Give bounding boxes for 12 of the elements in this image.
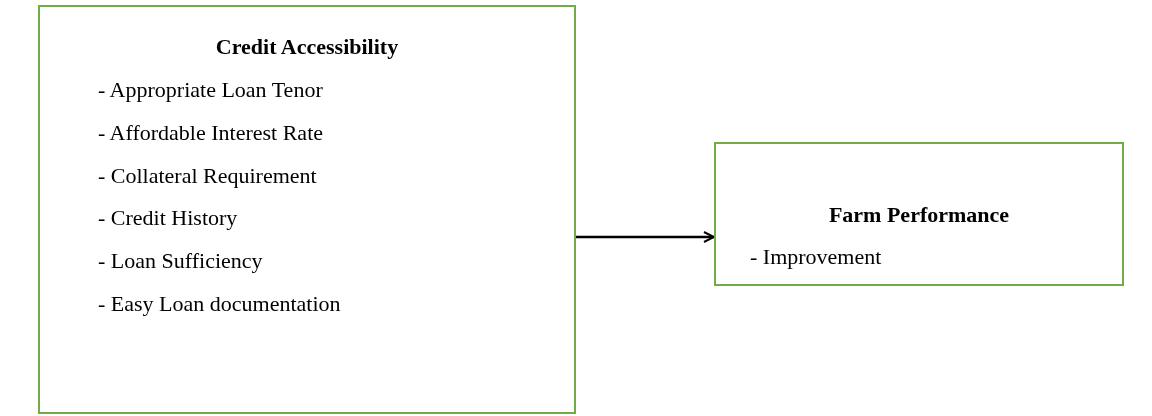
box-heading: Credit Accessibility (214, 34, 400, 60)
list-item: - Credit History (98, 205, 238, 232)
box-heading: Farm Performance (827, 202, 1011, 228)
list-item: - Collateral Requirement (98, 162, 317, 189)
list-item: - Easy Loan documentation (98, 291, 341, 317)
text-box (38, 5, 576, 414)
list-item: - Affordable Interest Rate (98, 119, 323, 146)
list-item: - Appropriate Loan Tenor (98, 77, 323, 103)
text-box (714, 142, 1124, 286)
list-item: - Improvement (750, 244, 882, 270)
arrow (576, 231, 715, 243)
list-item: - Loan Sufficiency (98, 248, 263, 275)
